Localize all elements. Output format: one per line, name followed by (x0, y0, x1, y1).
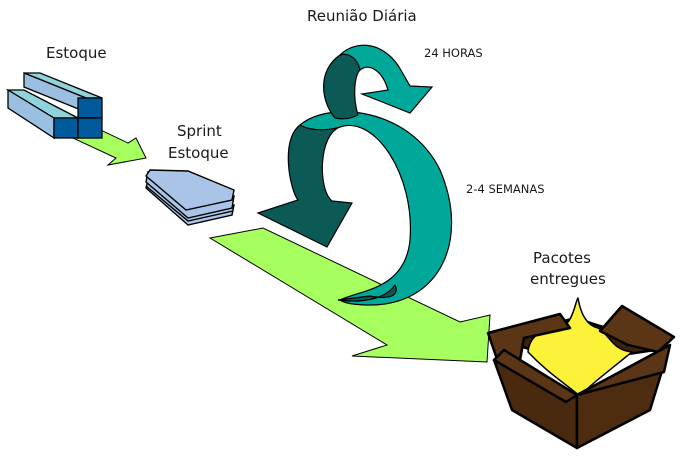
daily-cycle-label: 24 HORAS (424, 46, 483, 60)
sprint-cycle-arrow (256, 111, 453, 306)
sprint-backlog-label-line1: Sprint (177, 122, 222, 140)
delivered-box-icon (486, 297, 676, 450)
product-backlog-label: Estoque (46, 44, 107, 62)
sprint-backlog-icon (145, 169, 235, 226)
delivered-label-line1: Pacotes (533, 249, 591, 267)
product-backlog-icon (5, 72, 103, 140)
daily-meeting-label: Reunião Diária (307, 7, 417, 25)
daily-cycle-arrow (323, 44, 434, 120)
sprint-backlog-label-line2: Estoque (168, 144, 229, 162)
sprint-cycle-label: 2-4 SEMANAS (466, 182, 545, 196)
flow-arrow-sprint-to-delivery (208, 227, 491, 363)
delivered-label-line2: entregues (530, 270, 606, 288)
